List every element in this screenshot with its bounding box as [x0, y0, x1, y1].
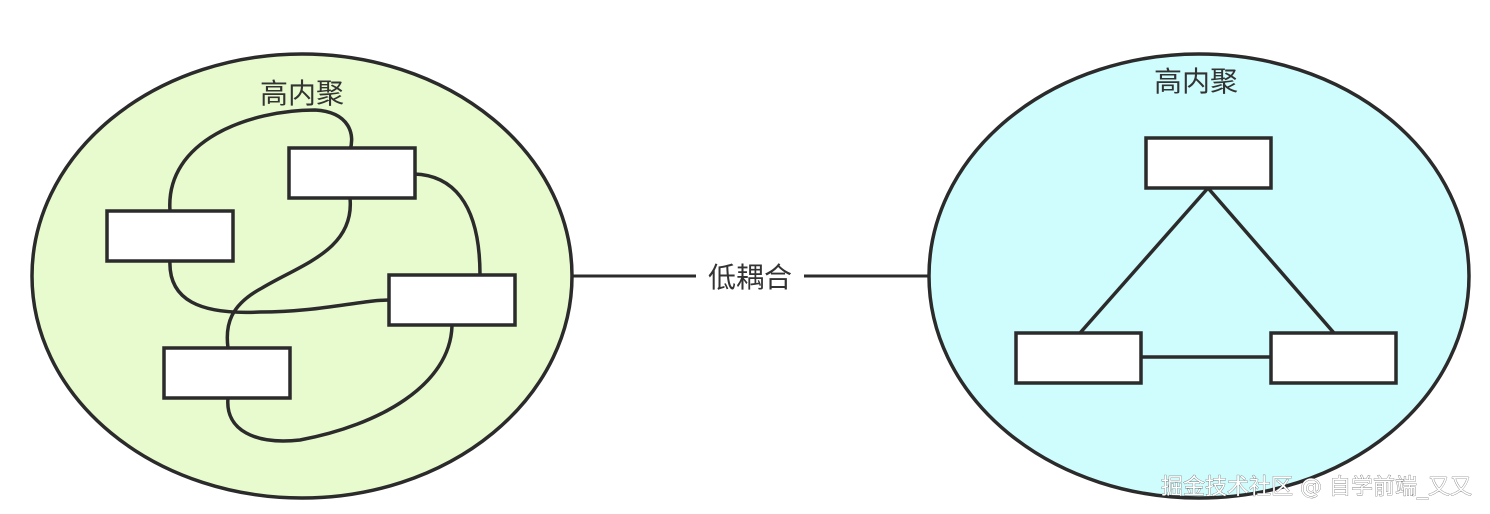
- right-link-top-right: [1206, 186, 1336, 335]
- left-tangle-curve-5: [226, 325, 454, 443]
- left-tangle-curve-1: [168, 108, 354, 212]
- left-cluster: 高内聚: [30, 52, 574, 500]
- right-module-box-right: [1269, 331, 1398, 385]
- right-module-box-top: [1144, 136, 1273, 190]
- left-tangle-curve-3: [413, 172, 482, 276]
- right-link-top-left: [1078, 186, 1210, 335]
- watermark: 掘金技术社区 @ 自学前端_又又: [1161, 475, 1472, 500]
- low-coupling-label-background: [696, 256, 804, 296]
- left-module-box-top: [287, 146, 417, 200]
- right-cluster-label: 高内聚: [1154, 65, 1238, 98]
- left-tangle-curve-2: [225, 197, 352, 349]
- right-module-box-left: [1014, 331, 1143, 385]
- low-coupling-label: 低耦合: [708, 261, 792, 294]
- right-cluster: 高内聚: [927, 52, 1471, 500]
- left-module-box-left: [105, 209, 235, 263]
- left-module-box-right: [387, 273, 517, 327]
- left-tangle-curve-4: [168, 259, 391, 315]
- left-cluster-label: 高内聚: [260, 77, 344, 110]
- right-cluster-ellipse: [927, 52, 1471, 500]
- left-module-box-bottom: [162, 346, 292, 400]
